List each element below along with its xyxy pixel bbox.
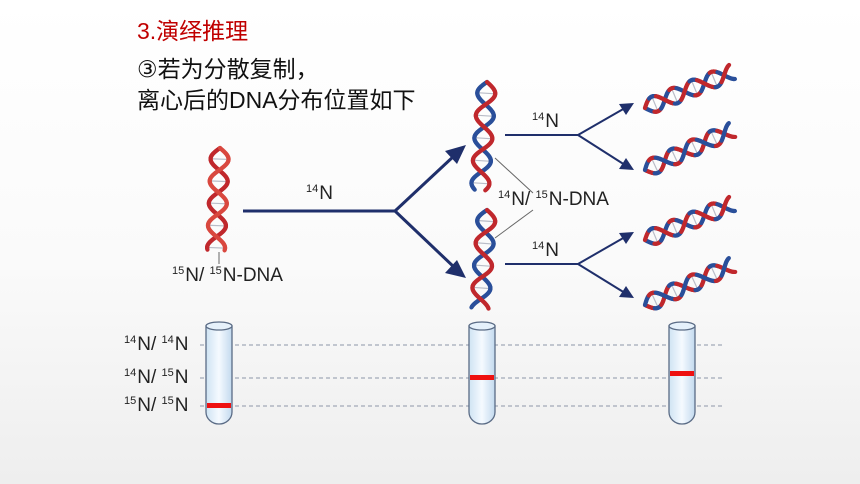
hybrid-dna-helix-top [469, 79, 498, 193]
arrowhead-top-1 [619, 103, 634, 115]
hybrid-dna-helix-bottom [469, 207, 498, 311]
arrowhead-bottom-2 [619, 286, 634, 298]
parent-dna-helix [204, 145, 231, 253]
base-pair-rung [207, 246, 226, 249]
slide-text-line-2: 离心后的DNA分布位置如下 [137, 87, 416, 113]
daughter-dna-helix-1 [642, 62, 738, 114]
base-pair-rung [472, 286, 491, 290]
dna-strand-segment [483, 187, 489, 193]
base-pair-rung [477, 219, 496, 223]
slide-text-line-1: ③若为分散复制， [137, 56, 319, 82]
band-row-label-14n-15n: 14N/ 15N [124, 367, 189, 388]
band-row-label-14n-14n: 14N/ 14N [124, 334, 189, 355]
arrowhead-top-2 [619, 158, 634, 170]
arrowhead-lower [445, 260, 466, 278]
centrifuge-tube-3 [668, 321, 696, 425]
base-pair-rung [474, 137, 493, 140]
dna-strand-segment [469, 304, 475, 310]
base-pair-rung [670, 283, 679, 299]
slide-heading: 3.演绎推理 [137, 18, 249, 44]
base-pair-rung [710, 130, 719, 146]
dna-band-heavy [207, 403, 231, 408]
arrowhead-bottom-1 [619, 232, 634, 244]
pointer-line-hybrid-top [494, 157, 534, 194]
top-arrow-label: 14N [532, 111, 559, 132]
base-pair-rung [474, 264, 493, 267]
daughter-dna-helix-4 [642, 255, 738, 311]
base-pair-rung [477, 92, 496, 95]
centrifuge-tube-1 [205, 321, 233, 425]
base-pair-rung [207, 224, 226, 227]
base-pair-rung [651, 96, 659, 112]
daughter-dna-helix-2 [642, 120, 738, 176]
base-pair-rung [690, 79, 699, 96]
base-pair-rung [471, 182, 490, 185]
dna-strand-segment [725, 255, 731, 262]
arrowhead-upper [445, 145, 466, 164]
base-pair-rung [690, 274, 699, 290]
base-pair-rung [651, 228, 659, 244]
hybrid-dna-label: 14N/ 15N-DNA [498, 189, 609, 210]
base-pair-rung [710, 265, 719, 281]
centrifuge-tube-2 [468, 321, 496, 425]
base-pair-rung [710, 203, 718, 219]
base-pair-rung [650, 292, 659, 308]
dna-band-dispersive [670, 371, 694, 376]
top-split-arrow [505, 107, 626, 166]
bottom-arrow-label: 14N [532, 240, 559, 261]
base-pair-rung [670, 148, 679, 164]
base-pair-rung [690, 211, 699, 228]
dna-strand-segment [725, 120, 731, 127]
base-pair-rung [472, 159, 491, 162]
dna-strand-segment [726, 62, 732, 68]
base-pair-rung [209, 180, 228, 183]
pointer-line-hybrid-bottom [494, 209, 534, 239]
daughter-dna-helix-3 [642, 194, 738, 246]
base-pair-rung [210, 158, 229, 161]
base-pair-rung [208, 202, 227, 205]
bottom-split-arrow [505, 236, 626, 294]
base-pair-rung [671, 88, 679, 104]
main-arrow-label: 14N [306, 183, 333, 204]
dna-strand-segment [726, 194, 732, 200]
base-pair-rung [710, 71, 718, 87]
base-pair-rung [475, 242, 494, 245]
main-arrow [243, 153, 457, 270]
base-pair-rung [475, 114, 494, 117]
parent-dna-label: 15N/ 15N-DNA [172, 265, 283, 286]
band-row-label-15n-15n: 15N/ 15N [124, 395, 189, 416]
base-pair-rung [671, 220, 679, 236]
dna-strand-segment [471, 186, 477, 192]
base-pair-rung [650, 157, 659, 173]
dna-band-intermediate [470, 375, 494, 380]
base-pair-rung [690, 139, 699, 155]
